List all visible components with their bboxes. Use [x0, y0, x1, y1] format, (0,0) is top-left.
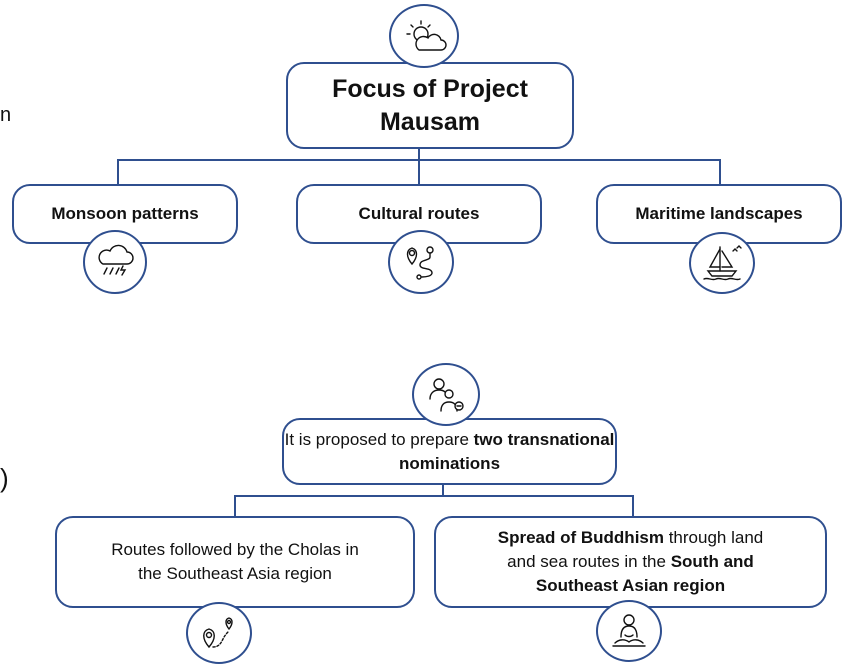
buddhism-box: Spread of Buddhism through land and sea … — [434, 516, 827, 608]
title-box: Focus of Project Mausam — [286, 62, 574, 149]
nomination-text-bold: two transnational nominations — [398, 429, 615, 473]
branch-label-monsoon: Monsoon patterns — [51, 204, 199, 223]
cholas-icon-circle — [186, 602, 252, 664]
buddha-meditation-icon — [612, 614, 646, 647]
buddhism-bold-3: Southeast Asian region — [535, 576, 726, 595]
branch-box-maritime: Maritime landscapes — [596, 184, 842, 244]
sailboat-icon — [703, 245, 742, 281]
storm-cloud-icon — [98, 244, 134, 276]
connector-bottom-horizontal — [234, 495, 634, 497]
connector-branch-2 — [418, 159, 420, 186]
connector-bottom-vertical — [442, 484, 444, 496]
connector-top-vertical — [418, 148, 420, 160]
title-line-1: Focus of Project — [332, 74, 528, 103]
buddhism-bold-2: South and — [670, 552, 754, 571]
cholas-line-1: Routes followed by the Cholas in — [111, 540, 359, 559]
connector-bottom-branch-2 — [632, 495, 634, 517]
branch-label-maritime: Maritime landscapes — [635, 204, 803, 223]
location-path-icon — [203, 617, 233, 649]
connector-branch-3 — [719, 159, 721, 186]
nomination-box: It is proposed to prepare two transnatio… — [282, 418, 617, 485]
edge-text-top: n — [0, 104, 12, 126]
branch-icon-circle-monsoon — [83, 230, 147, 294]
buddhism-bold-1: Spread of Buddhism — [497, 528, 664, 547]
branch-label-cultural: Cultural routes — [358, 204, 480, 223]
buddhism-icon-circle — [596, 600, 662, 662]
edge-text-bottom: ) — [0, 463, 9, 493]
title-line-2: Mausam — [379, 107, 481, 136]
nomination-text-prefix: It is proposed to prepare — [284, 429, 474, 449]
buddhism-text-2: and sea routes in the — [507, 552, 671, 571]
cholas-line-2: the Southeast Asia region — [138, 564, 332, 583]
branch-icon-circle-cultural — [388, 230, 454, 294]
connector-branch-1 — [117, 159, 119, 186]
branch-icon-circle-maritime — [689, 232, 755, 294]
buddhism-text-1: through land — [663, 528, 764, 547]
people-network-icon — [429, 377, 464, 412]
connector-bottom-branch-1 — [234, 495, 236, 517]
title-icon-circle — [389, 4, 459, 68]
sun-cloud-icon — [406, 20, 447, 51]
nomination-icon-circle — [412, 363, 480, 426]
route-map-icon — [406, 246, 434, 280]
cholas-box: Routes followed by the Cholas in the Sou… — [55, 516, 415, 608]
